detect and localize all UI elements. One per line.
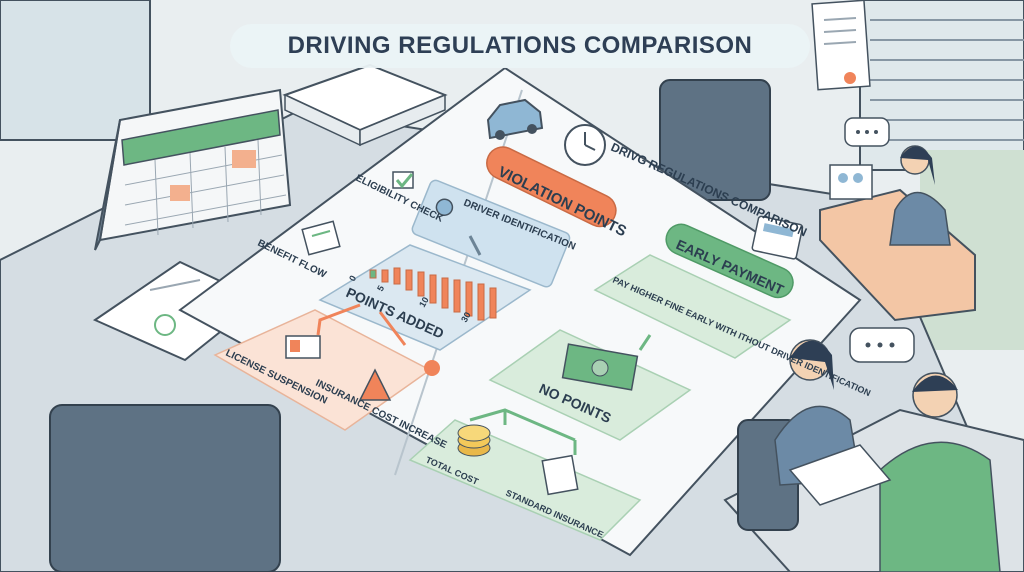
tick-5: 5 <box>375 284 386 293</box>
license-icon <box>285 335 321 359</box>
back-chair <box>659 79 771 201</box>
no-points-box <box>488 329 692 441</box>
cash-icon <box>561 343 639 391</box>
man-client <box>879 372 1001 572</box>
front-chair <box>49 404 281 572</box>
left-window <box>0 0 151 141</box>
points-bars <box>369 267 497 321</box>
warning-icon <box>358 360 440 401</box>
insurance-doc-icon <box>541 454 579 496</box>
driver-id-box <box>411 179 571 288</box>
photo-frame <box>829 164 873 200</box>
desk-document <box>788 444 892 506</box>
wall-certificate <box>811 0 871 91</box>
speech-bubble-bottom <box>849 327 915 363</box>
tick-10: 10 <box>417 295 431 309</box>
points-added-box <box>318 244 532 351</box>
speech-bubble-top <box>844 117 890 147</box>
page-title: DRIVING REGULATIONS COMPARISON <box>230 24 810 68</box>
arrow-down-left <box>468 235 482 256</box>
tick-0: 0 <box>347 274 358 283</box>
receptionist <box>889 145 951 246</box>
arrow-split <box>469 408 577 455</box>
window-blinds <box>870 19 1024 141</box>
early-payment-pill <box>665 223 794 299</box>
tick-30: 30 <box>459 310 473 324</box>
arrow-to-license <box>316 303 361 336</box>
arrow-to-insurance <box>378 311 407 346</box>
clipboard-icon <box>301 220 341 256</box>
clock-icon <box>564 124 606 166</box>
points-ticks: 0 5 10 30 <box>347 274 473 324</box>
check-icon <box>392 171 414 189</box>
coin-icon <box>457 424 491 457</box>
pay-higher-box <box>593 254 792 359</box>
paper-stack-top <box>282 63 448 147</box>
calendar <box>94 88 292 251</box>
calculator-icon <box>751 215 804 260</box>
arrow-down-right <box>638 334 652 351</box>
car-icon <box>486 98 544 140</box>
violation-points-pill <box>486 146 617 228</box>
